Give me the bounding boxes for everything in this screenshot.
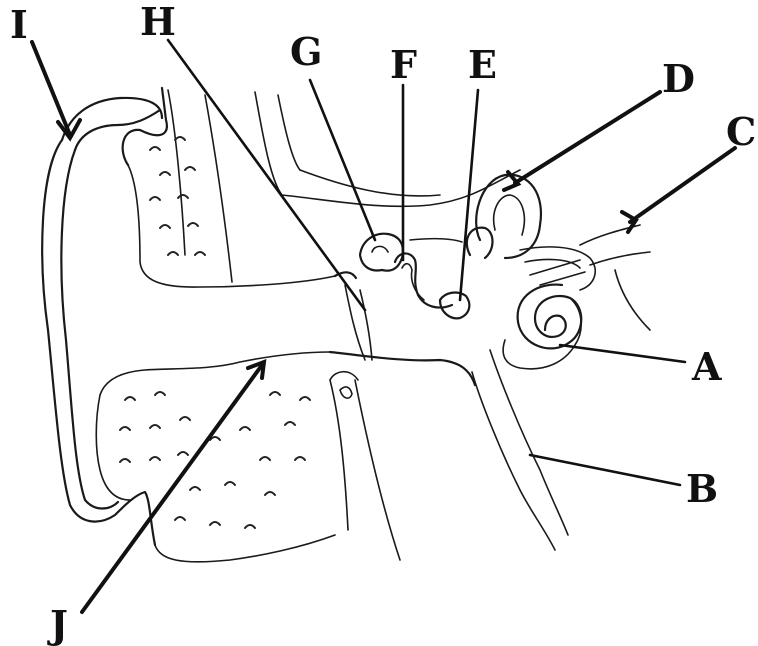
cochlea-spiral [518,285,582,349]
label-f: F [390,42,417,87]
pointer-g [310,80,375,240]
label-b: B [686,466,718,511]
pointer-b [530,455,680,485]
pointer-i [32,42,70,135]
pointer-e [460,90,478,300]
label-d: D [662,56,695,101]
label-c: C [726,109,756,154]
pointer-c [630,148,735,222]
pointer-a [560,345,685,362]
pointer-h [168,40,365,310]
lower-bone-region [155,372,400,562]
pointer-j [82,365,262,612]
label-g: G [290,29,322,74]
pointers [32,40,735,612]
pinna [42,88,335,545]
upper-bone-region [168,90,520,282]
label-h: H [140,0,176,44]
label-j: J [47,602,68,646]
inner-ear [467,175,650,550]
ear-canal [330,272,475,385]
pointer-d [515,92,660,183]
ossicles [360,234,469,319]
label-a: A [691,344,722,389]
label-i: I [10,2,28,47]
label-e: E [468,42,497,87]
